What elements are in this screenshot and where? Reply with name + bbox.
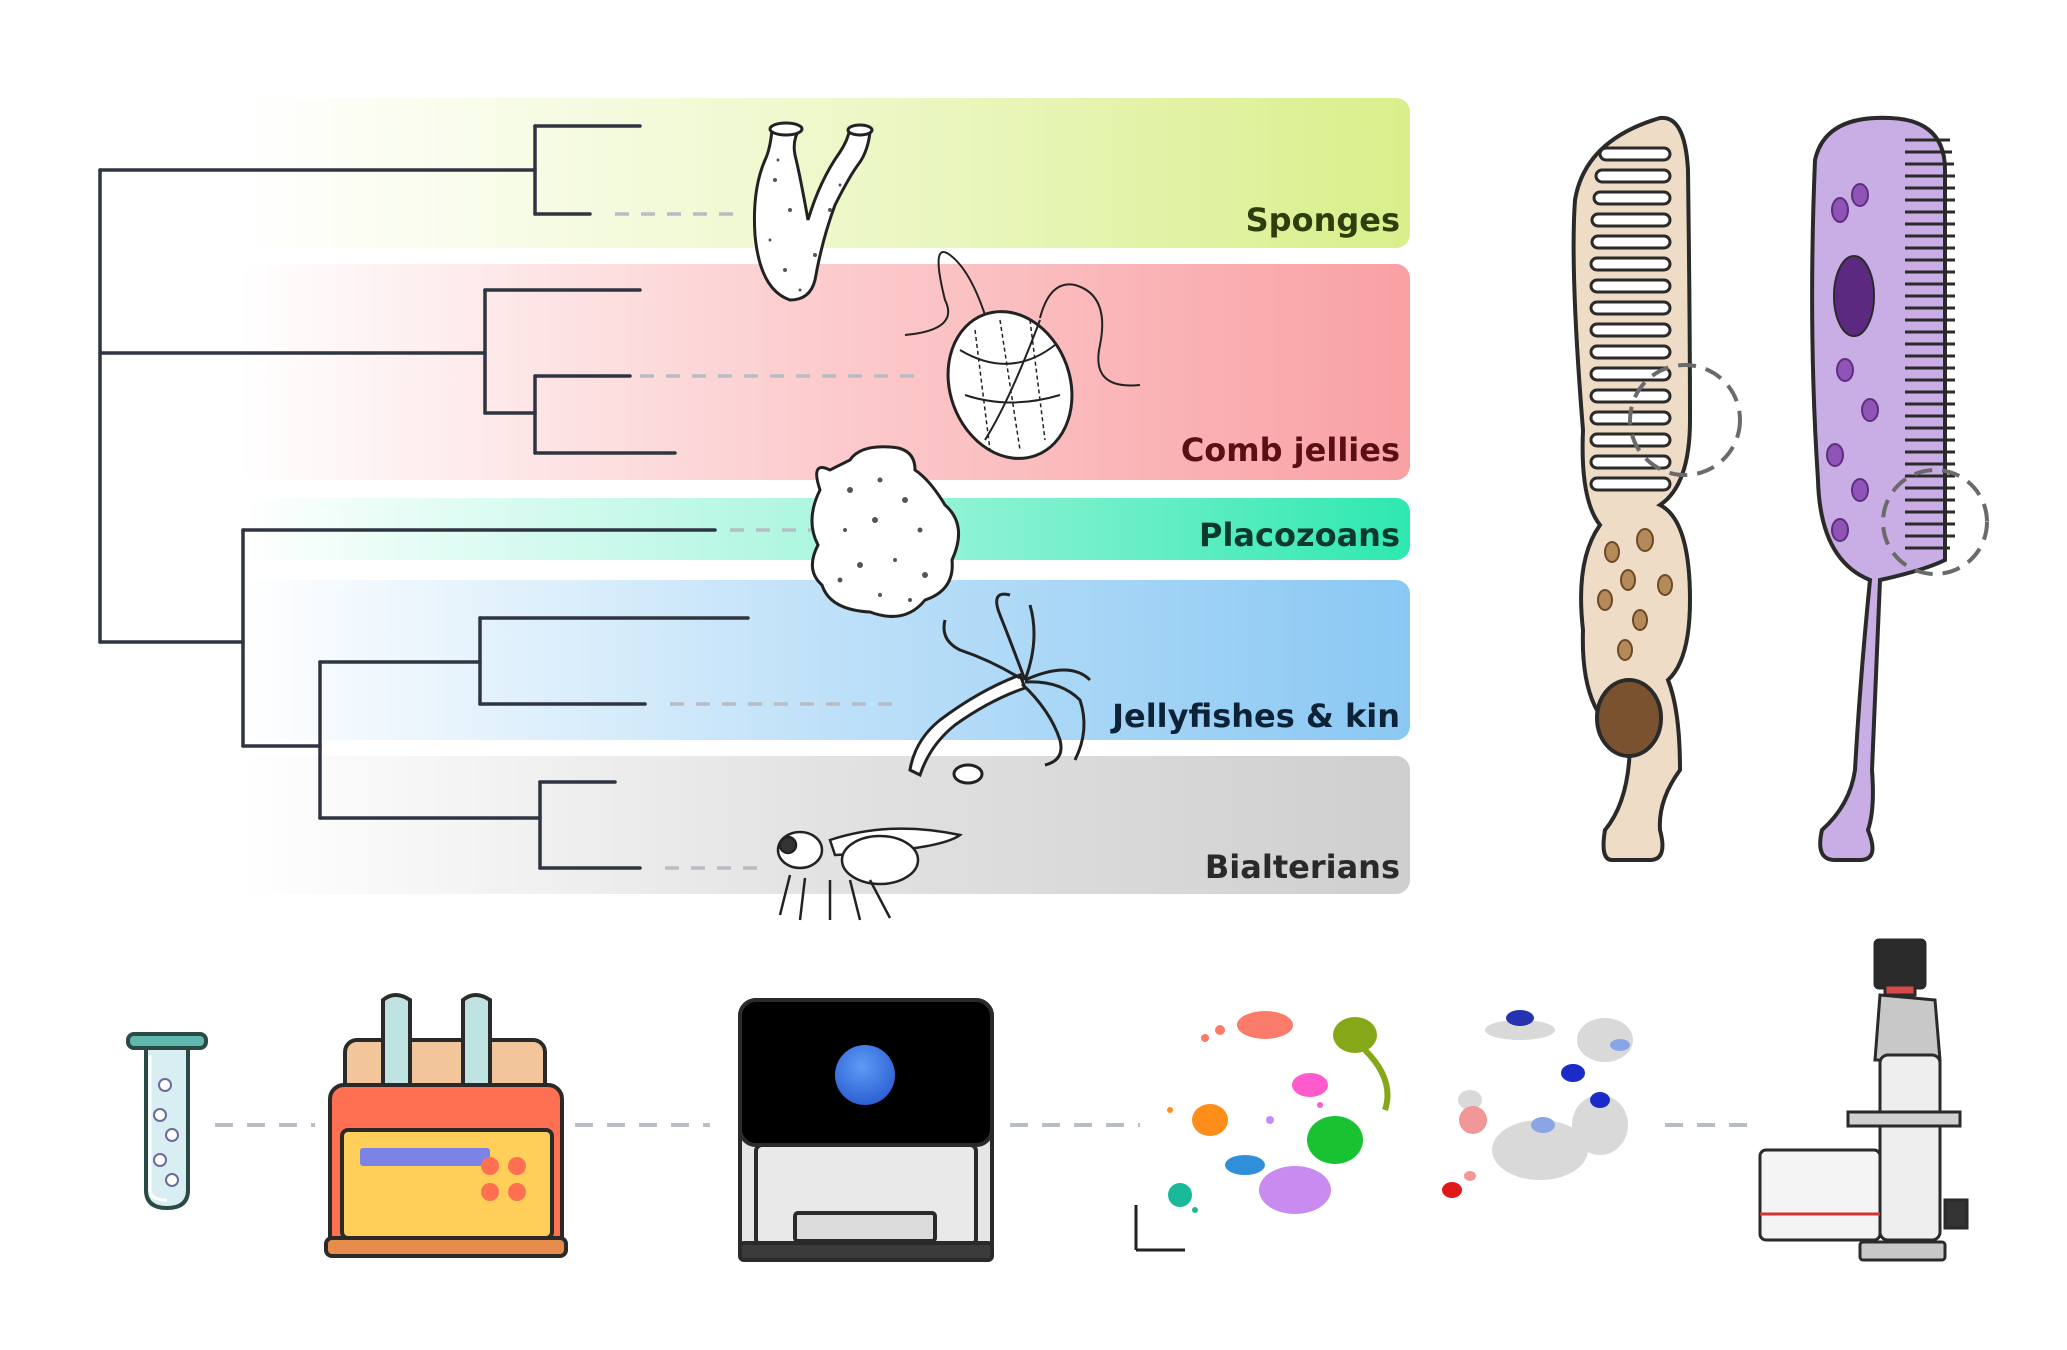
band-jellyfishes (240, 580, 1410, 740)
label-placozoans: Placozoans (1199, 516, 1400, 554)
phylogenetic-tree (98, 124, 750, 870)
clade-labels: Sponges Comb jellies Placozoans Jellyfis… (1110, 201, 1400, 886)
ctenophore-cell-illustration (1810, 115, 1989, 862)
sponge-illustration (752, 121, 874, 302)
band-sponges (240, 98, 1410, 248)
hydra-illustration (908, 592, 1092, 785)
tree-leader-lines (615, 212, 920, 870)
cell-dissociation-device-icon (324, 993, 568, 1258)
label-sponges: Sponges (1246, 201, 1400, 239)
band-comb-jellies (240, 264, 1410, 480)
highlighted-clusters-plot-icon (1442, 1010, 1633, 1198)
clade-bands (240, 98, 1410, 894)
sequencer-icon (738, 998, 994, 1262)
label-bilaterians: Bialterians (1205, 848, 1400, 886)
placozoan-illustration (810, 445, 961, 618)
microscope-icon (1758, 938, 1969, 1262)
choanocyte-cell-illustration (1571, 115, 1742, 862)
band-bilaterians (240, 756, 1410, 894)
label-comb-jellies: Comb jellies (1181, 431, 1400, 469)
clustering-umap-plot-icon (1134, 1011, 1391, 1252)
sample-tube-icon (126, 1032, 208, 1211)
fruit-fly-illustration (776, 827, 963, 921)
label-jellyfishes: Jellyfishes & kin (1110, 697, 1400, 735)
comb-jelly-illustration (904, 251, 1141, 460)
